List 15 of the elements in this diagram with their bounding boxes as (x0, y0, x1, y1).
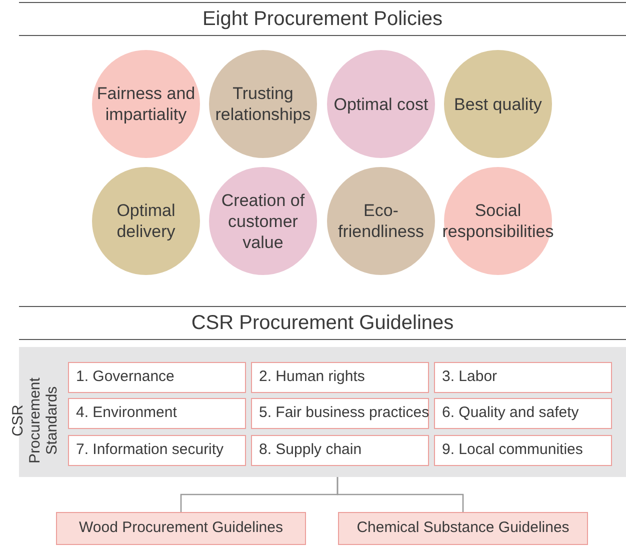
standard-item-box: 6. Quality and safety (434, 398, 612, 429)
section-heading: CSR Procurement Guidelines (190, 311, 455, 336)
standard-item-box: 4. Environment (68, 398, 246, 429)
guideline-box: Wood Procurement Guidelines (56, 512, 306, 545)
standard-item-box: 2. Human rights (251, 362, 429, 393)
standard-item-box: 9. Local communities (434, 435, 612, 466)
standard-item-box: 1. Governance (68, 362, 246, 393)
connector-line (336, 477, 464, 512)
guideline-box: Chemical Substance Guidelines (338, 512, 588, 545)
standard-item-box: 7. Information security (68, 435, 246, 466)
standard-item-box: 8. Supply chain (251, 435, 429, 466)
diagram-title: Eight Procurement Policies (201, 7, 444, 32)
vertical-heading: CSR Procurement Standards (10, 376, 60, 466)
standard-item-box: 3. Labor (434, 362, 612, 393)
standard-item-box: 5. Fair business practices (251, 398, 429, 429)
